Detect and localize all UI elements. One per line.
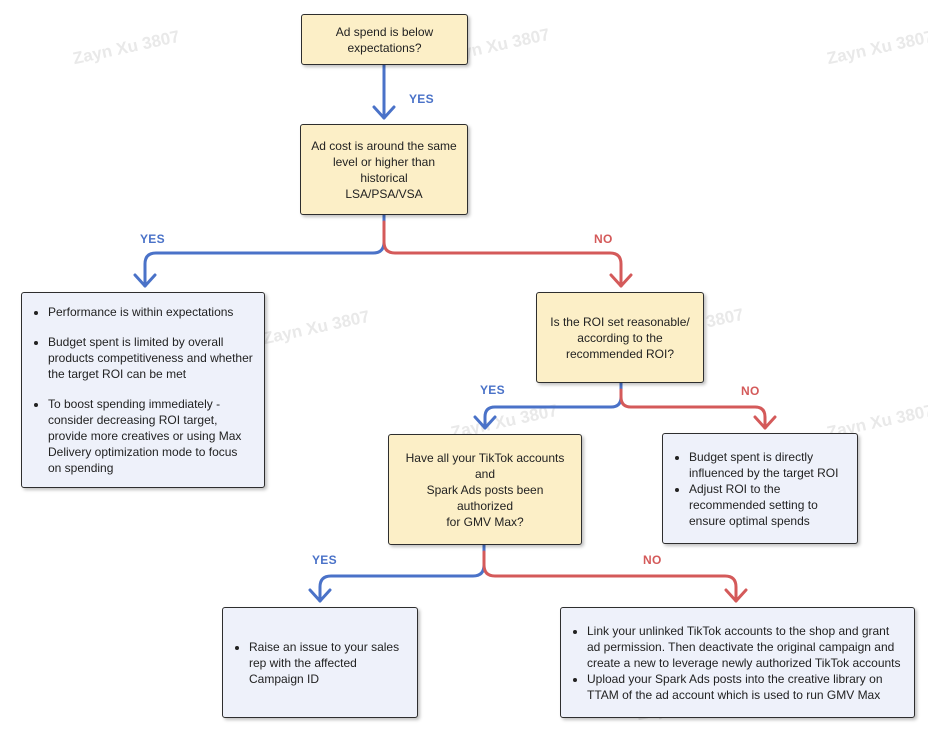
yes-arrowhead (473, 415, 497, 430)
no-connector (382, 220, 623, 288)
no-arrowhead (753, 415, 777, 430)
yes-arrowhead (308, 588, 332, 603)
outcome-performance-within-expectations: Performance is within expectations Budge… (21, 292, 265, 488)
decision-text-line: Spark Ads posts been authorized (426, 482, 544, 513)
decision-accounts-authorized: Have all your TikTok accounts and Spark … (388, 434, 582, 545)
yes-label: YES (312, 553, 337, 567)
no-connector (482, 550, 738, 603)
decision-text-line: for GMV Max? (446, 514, 524, 529)
no-label: NO (594, 232, 613, 246)
outcome-item: Upload your Spark Ads posts into the cre… (587, 671, 904, 703)
decision-text-line: expectations? (347, 40, 422, 55)
yes-connector (143, 213, 386, 288)
decision-roi-reasonable: Is the ROI set reasonable/ according to … (536, 292, 704, 383)
outcome-item: Adjust ROI to the recommended setting to… (689, 481, 847, 529)
outcome-item: Link your unlinked TikTok accounts to th… (587, 623, 904, 671)
outcome-item: To boost spending immediately - consider… (48, 396, 254, 476)
outcome-item: Performance is within expectations (48, 304, 254, 320)
yes-label: YES (140, 232, 165, 246)
decision-ad-spend-below-expectations: Ad spend is below expectations? (301, 14, 468, 65)
no-connector (619, 388, 767, 430)
yes-connector (318, 543, 486, 603)
decision-text-line: according to the (577, 330, 663, 345)
yes-label: YES (409, 92, 434, 106)
decision-text-line: Ad spend is below (335, 24, 434, 39)
outcome-list: Budget spent is directly influenced by t… (671, 449, 847, 529)
outcome-adjust-roi: Budget spent is directly influenced by t… (662, 433, 858, 544)
outcome-list: Performance is within expectations Budge… (30, 304, 254, 476)
outcome-item: Budget spent is limited by overall produ… (48, 334, 254, 382)
outcome-list: Raise an issue to your sales rep with th… (231, 639, 407, 687)
yes-label: YES (480, 383, 505, 397)
no-arrowhead (609, 273, 633, 288)
decision-text-line: Have all your TikTok accounts and (405, 450, 565, 481)
no-arrowhead (724, 588, 748, 603)
yes-arrowhead (133, 273, 157, 288)
no-label: NO (643, 553, 662, 567)
yes-arrowhead (372, 105, 396, 120)
decision-ad-cost-vs-historical: Ad cost is around the same level or high… (300, 124, 468, 215)
decision-text-line: Is the ROI set reasonable/ (550, 314, 690, 329)
outcome-item: Budget spent is directly influenced by t… (689, 449, 847, 481)
decision-text-line: LSA/PSA/VSA (345, 186, 423, 201)
decision-text-line: level or higher than historical (332, 154, 436, 185)
no-label: NO (741, 384, 760, 398)
decision-text-line: Ad cost is around the same (311, 138, 457, 153)
outcome-item: Raise an issue to your sales rep with th… (249, 639, 407, 687)
outcome-raise-issue: Raise an issue to your sales rep with th… (222, 607, 418, 718)
yes-connector (483, 381, 623, 430)
outcome-list: Link your unlinked TikTok accounts to th… (569, 623, 904, 703)
decision-text-line: recommended ROI? (565, 346, 675, 361)
outcome-link-accounts: Link your unlinked TikTok accounts to th… (560, 607, 915, 718)
